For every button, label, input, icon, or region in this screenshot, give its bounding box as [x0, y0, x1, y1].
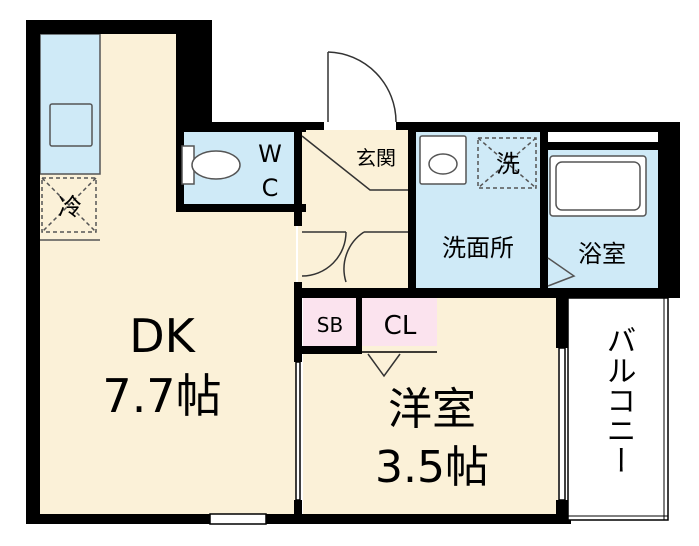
sb-floor	[303, 298, 358, 346]
sliding-door-western-left	[295, 361, 301, 501]
wc-label-line2: C	[262, 174, 279, 202]
fridge-icon	[41, 177, 97, 233]
front-door-swing	[327, 51, 397, 123]
dk-name-label: DK	[129, 309, 196, 363]
wall-entrance-top-right	[396, 122, 418, 130]
wall-western-left-lower	[294, 500, 302, 520]
fridge-label: 冷	[58, 193, 82, 221]
sb-label: SB	[317, 313, 343, 337]
wall-entrance-top-left	[294, 122, 324, 130]
wall-wc-top	[176, 122, 306, 132]
wall-entrance-left-lower	[294, 282, 302, 362]
wall-wet-top	[410, 122, 680, 132]
balcony	[567, 297, 669, 521]
wall-wc-bottom	[176, 204, 306, 212]
fixtures	[40, 103, 647, 287]
dk-size-label: 7.7帖	[102, 369, 221, 423]
labels: DK 7.7帖 洋室 3.5帖 W C 玄関 洗面所 浴室 SB CL 冷 洗 …	[58, 140, 636, 493]
doors	[301, 51, 408, 378]
western-room-name-label: 洋室	[388, 384, 476, 435]
walls	[26, 20, 680, 524]
dk-door-swing-2	[343, 231, 365, 283]
wall-left	[26, 20, 40, 520]
kitchen-sink-icon	[49, 103, 93, 147]
wall-top-dk	[26, 20, 212, 34]
window-bottom	[209, 513, 267, 525]
entrance-label: 玄関	[356, 146, 396, 170]
washer-diagonal-2	[477, 137, 537, 189]
wall-bath-top	[540, 142, 665, 150]
western-room-size-label: 3.5帖	[375, 442, 489, 493]
openings	[209, 347, 566, 525]
balcony-label: バルコニー	[601, 325, 636, 475]
entrance-step	[301, 135, 408, 191]
wall-bath-left	[540, 132, 548, 292]
washer-icon	[477, 137, 537, 189]
cl-door-marks	[367, 353, 401, 378]
wc-label-line1: W	[258, 140, 282, 168]
bathtub-icon	[549, 155, 647, 217]
entrance-floor	[298, 130, 410, 290]
washbasin-bowl-icon	[428, 153, 458, 175]
wall-sb-bottom	[294, 346, 362, 354]
wall-washroom-left	[408, 122, 416, 296]
toilet-bowl-icon	[191, 150, 241, 180]
wall-middle	[294, 288, 680, 298]
bath-label: 浴室	[578, 240, 626, 268]
cl-floor	[362, 298, 437, 346]
washroom-label: 洗面所	[442, 234, 514, 262]
wall-wc-left	[176, 122, 184, 210]
balcony-area	[567, 297, 669, 521]
wall-western-right	[556, 296, 568, 348]
wall-entrance-left	[294, 210, 302, 226]
wall-western-right-lower	[556, 500, 568, 524]
wall-sb-cl	[356, 296, 362, 348]
bathtub-inner-icon	[555, 161, 641, 211]
window-balcony-door	[558, 347, 566, 501]
wall-dk-right-upper	[176, 20, 212, 132]
washbasin-icon	[419, 135, 467, 185]
dk-door-swing-1	[301, 231, 347, 277]
bath-door-icon	[547, 257, 576, 287]
fridge-diagonal-2	[41, 177, 97, 233]
cl-label: CL	[384, 311, 417, 341]
washer-label: 洗	[496, 150, 520, 178]
wall-wet-right	[658, 122, 680, 294]
wall-wc-right	[294, 122, 302, 212]
